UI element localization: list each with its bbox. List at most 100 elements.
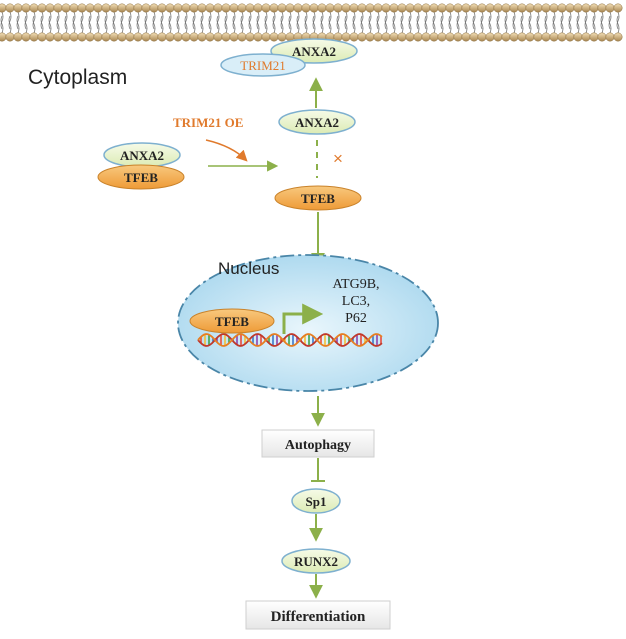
lipid-head (53, 32, 63, 42)
lipid-head (93, 32, 103, 42)
lipid-tail (88, 11, 92, 30)
lipid-head (157, 32, 167, 42)
anxa2-complex-label: ANXA2 (120, 148, 164, 163)
lipid-head (493, 32, 503, 42)
lipid-tail (448, 11, 452, 30)
lipid-tail (488, 15, 492, 34)
lipid-head (613, 3, 623, 13)
lipid-head (541, 32, 551, 42)
lipid-tail (176, 11, 180, 30)
lipid-tail (168, 15, 172, 34)
lipid-tail (200, 15, 204, 34)
anxa2-membrane-label: ANXA2 (292, 44, 336, 59)
lipid-head (557, 32, 567, 42)
lipid-tail (136, 11, 140, 30)
cell-membrane (0, 3, 623, 42)
lipid-tail (96, 15, 100, 34)
lipid-tail (248, 11, 252, 30)
lipid-tail (120, 15, 124, 34)
lipid-head (501, 32, 511, 42)
lipid-tail (192, 15, 196, 34)
lipid-head (181, 32, 191, 42)
lipid-head (341, 3, 351, 13)
lipid-tail (112, 15, 116, 34)
lipid-head (453, 3, 463, 13)
lipid-tail (312, 15, 316, 34)
lipid-tail (208, 15, 212, 34)
lipid-head (109, 3, 119, 13)
lipid-tail (456, 11, 460, 30)
cytoplasm-label: Cytoplasm (28, 66, 127, 89)
lipid-head (581, 3, 591, 13)
lipid-head (309, 3, 319, 13)
lipid-tail (576, 11, 580, 30)
lipid-tail (376, 11, 380, 30)
lipid-head (101, 32, 111, 42)
lipid-head (69, 3, 79, 13)
lipid-tail (504, 15, 508, 34)
lipid-tail (344, 11, 348, 30)
lipid-head (69, 32, 79, 42)
lipid-tail (8, 11, 12, 30)
trim21-oe-label: TRIM21 OE (173, 115, 243, 130)
lipid-head (221, 3, 231, 13)
lipid-tail (600, 11, 604, 30)
lipid-head (461, 3, 471, 13)
lipid-head (45, 32, 55, 42)
lipid-tail (512, 11, 516, 30)
lipid-head (373, 32, 383, 42)
lipid-head (325, 3, 335, 13)
lipid-tail (264, 11, 268, 30)
lipid-tail (432, 15, 436, 34)
trim21-membrane-label: TRIM21 (240, 58, 286, 73)
lipid-head (173, 3, 183, 13)
lipid-tail (504, 11, 508, 30)
target-gene-p62: P62 (345, 311, 367, 326)
lipid-head (5, 32, 15, 42)
lipid-tail (288, 15, 292, 34)
lipid-head (253, 3, 263, 13)
lipid-head (485, 32, 495, 42)
lipid-head (453, 32, 463, 42)
lipid-tail (256, 11, 260, 30)
lipid-tail (320, 15, 324, 34)
lipid-tail (616, 15, 620, 34)
lipid-head (45, 3, 55, 13)
dna-strand (197, 333, 383, 347)
target-gene-atg9b: ATG9B, (332, 277, 379, 292)
lipid-tail (456, 15, 460, 34)
inhibition-autophagy-to-sp1 (311, 458, 325, 482)
sp1-node: Sp1 (291, 488, 341, 514)
lipid-tail (32, 15, 36, 34)
lipid-head (405, 32, 415, 42)
lipid-head (485, 3, 495, 13)
lipid-tail (240, 15, 244, 34)
transcription-start-arrow (282, 303, 324, 334)
lipid-head (605, 3, 615, 13)
lipid-head (101, 3, 111, 13)
lipid-head (445, 32, 455, 42)
target-gene-lc3: LC3, (342, 294, 370, 309)
lipid-tail (184, 15, 188, 34)
lipid-tail (256, 15, 260, 34)
lipid-tail (336, 15, 340, 34)
lipid-tail (400, 11, 404, 30)
lipid-tail (608, 15, 612, 34)
lipid-tail (520, 15, 524, 34)
lipid-tail (280, 15, 284, 34)
lipid-head (429, 3, 439, 13)
lipid-tail (224, 15, 228, 34)
lipid-head (445, 3, 455, 13)
lipid-head (117, 32, 127, 42)
lipid-head (573, 32, 583, 42)
lipid-head (37, 32, 47, 42)
sp1-label: Sp1 (306, 494, 327, 509)
lipid-head (61, 3, 71, 13)
lipid-head (213, 3, 223, 13)
lipid-head (397, 32, 407, 42)
lipid-head (389, 32, 399, 42)
lipid-head (421, 3, 431, 13)
lipid-tail (368, 15, 372, 34)
lipid-tail (568, 15, 572, 34)
